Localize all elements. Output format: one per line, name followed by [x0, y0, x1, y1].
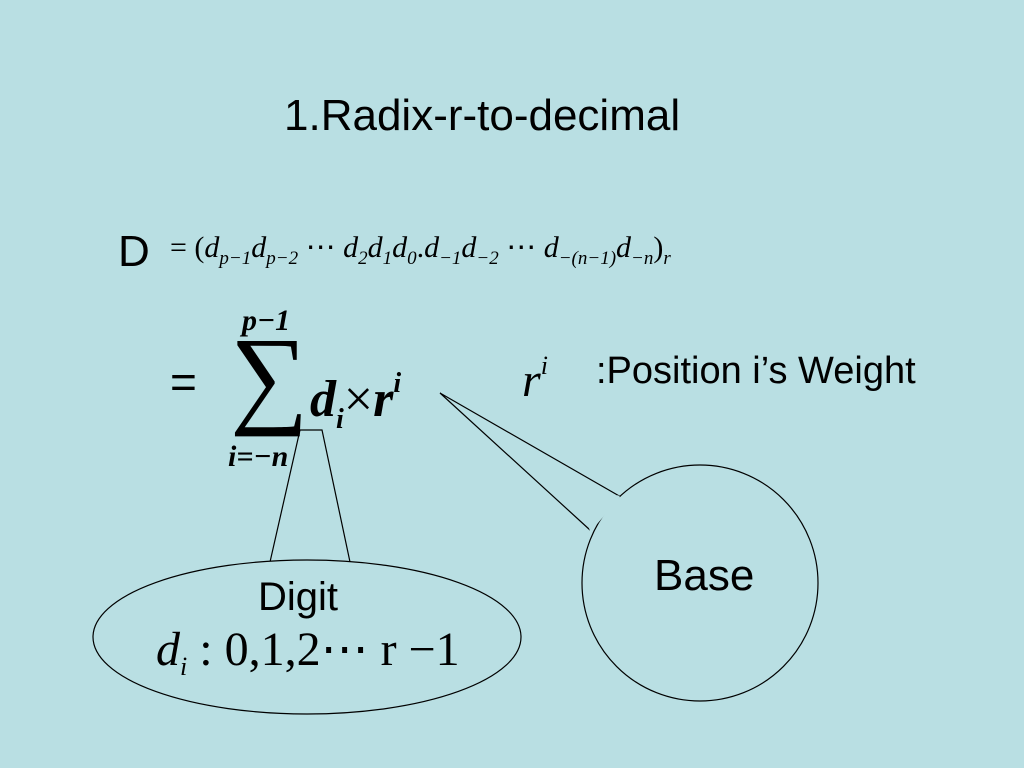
base-pointer-cover	[588, 495, 621, 531]
digit-ellipse	[92, 559, 522, 715]
position-weight-label: :Position i’s Weight	[596, 350, 916, 392]
decimal-d-label: D	[118, 227, 150, 276]
digit-callout-ellipse	[269, 429, 351, 563]
radix-expansion: = (dp−1dp−2 ⋯ d2d1d0.d−1d−2 ⋯ d−(n−1)d−n…	[170, 231, 671, 269]
term-d-sub: i	[336, 404, 344, 435]
summation-term: di×ri	[310, 354, 401, 450]
sigma-symbol: ∑	[230, 315, 309, 437]
sum-lower-limit: i=−n	[228, 440, 289, 473]
term-d: d	[310, 371, 336, 428]
digit-label: Digit	[258, 575, 339, 619]
base-label: Base	[654, 551, 755, 600]
digit-range: di : 0,1,2⋯ r −1	[156, 623, 460, 681]
expansion-open: = (	[170, 231, 205, 264]
base-callout-pointer	[439, 392, 622, 531]
weight-symbol: ri	[522, 351, 548, 407]
summation-equals: =	[170, 356, 197, 408]
term-r-sup: i	[393, 368, 402, 399]
slide-title: 1.Radix-r-to-decimal	[284, 91, 681, 140]
times-sign: ×	[343, 371, 374, 428]
sum-upper-limit: p−1	[242, 304, 291, 337]
term-r: r	[373, 371, 394, 428]
base-circle	[581, 464, 819, 702]
